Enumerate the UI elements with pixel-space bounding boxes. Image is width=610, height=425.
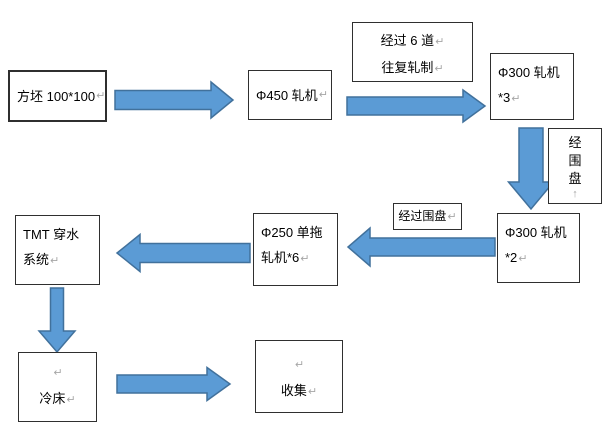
paragraph-mark: ↵	[307, 386, 318, 398]
paragraph-mark: ↑	[572, 188, 578, 200]
paragraph-mark: ↵	[511, 93, 521, 105]
label-coil-plate-char: 围	[568, 153, 582, 168]
label-six-passes-line2: 往复轧制↵	[381, 60, 444, 75]
node-mill300x3-line1: Φ300 轧机	[498, 65, 560, 80]
paragraph-mark: ↵	[294, 359, 305, 371]
node-mill300x3: Φ300 轧机 *3↵	[490, 53, 574, 120]
node-mill250-line1: Φ250 单拖	[261, 225, 323, 240]
node-cooling-bed-line2: 冷床↵	[39, 391, 76, 406]
flow-arrow-tmt-to-coolingbed	[37, 287, 77, 354]
node-mill450-label: Φ450 轧机	[256, 87, 318, 103]
paragraph-mark: ↵	[318, 88, 328, 101]
node-tmt-system: TMT 穿水 系统↵	[15, 215, 100, 285]
node-mill450: Φ450 轧机↵	[248, 70, 332, 120]
flow-arrow-billet-to-mill450	[114, 80, 235, 120]
flow-arrow-mill450-to-mill300x3	[346, 88, 487, 124]
flow-arrow-mill250-to-tmt	[115, 232, 251, 274]
node-collect-line2: 收集↵	[280, 383, 318, 398]
label-six-passes: 经过 6 道↵ 往复轧制↵	[352, 22, 473, 82]
flow-arrow-mill300x2-to-mill250	[346, 226, 496, 268]
label-via-coil-plate: 经过围盘↵	[393, 203, 462, 230]
paragraph-mark: ↵	[518, 253, 528, 265]
label-coil-plate: 经 围 盘 ↑	[548, 128, 602, 204]
node-mill300x2: Φ300 轧机 *2↵	[497, 213, 580, 283]
label-six-passes-line1: 经过 6 道↵	[380, 33, 445, 48]
node-mill300x3-line2: *3↵	[498, 90, 521, 105]
node-collect-blank-line: ↵	[256, 351, 342, 378]
paragraph-mark: ↵	[434, 63, 444, 75]
paragraph-mark: ↵	[300, 253, 310, 265]
paragraph-mark: ↵	[66, 394, 76, 406]
node-collect: ↵ 收集↵	[255, 340, 343, 413]
paragraph-mark: ↵	[435, 36, 445, 48]
label-coil-plate-char: 经	[568, 135, 582, 150]
node-tmt-line1: TMT 穿水	[23, 227, 80, 242]
paragraph-mark: ↵	[96, 89, 106, 102]
paragraph-mark: ↵	[53, 367, 63, 379]
label-coil-plate-char: 盘	[568, 171, 582, 186]
flow-arrow-coolingbed-to-collect	[116, 366, 232, 402]
node-tmt-line2: 系统↵	[23, 252, 60, 267]
node-billet: 方坯 100*100↵	[8, 70, 107, 122]
node-billet-label: 方坯 100*100	[17, 88, 96, 104]
node-mill300x2-line2: *2↵	[505, 250, 528, 265]
node-mill300x2-line1: Φ300 轧机	[505, 225, 567, 240]
paragraph-mark: ↵	[50, 255, 60, 267]
node-mill250: Φ250 单拖 轧机*6↵	[253, 213, 338, 286]
node-mill250-line2: 轧机*6↵	[261, 250, 310, 265]
paragraph-mark: ↵	[447, 211, 457, 223]
flow-arrow-mill300x3-to-mill300x2	[506, 127, 556, 211]
node-cooling-bed-blank-line: ↵	[19, 359, 96, 386]
node-cooling-bed: ↵ 冷床↵	[18, 352, 97, 422]
